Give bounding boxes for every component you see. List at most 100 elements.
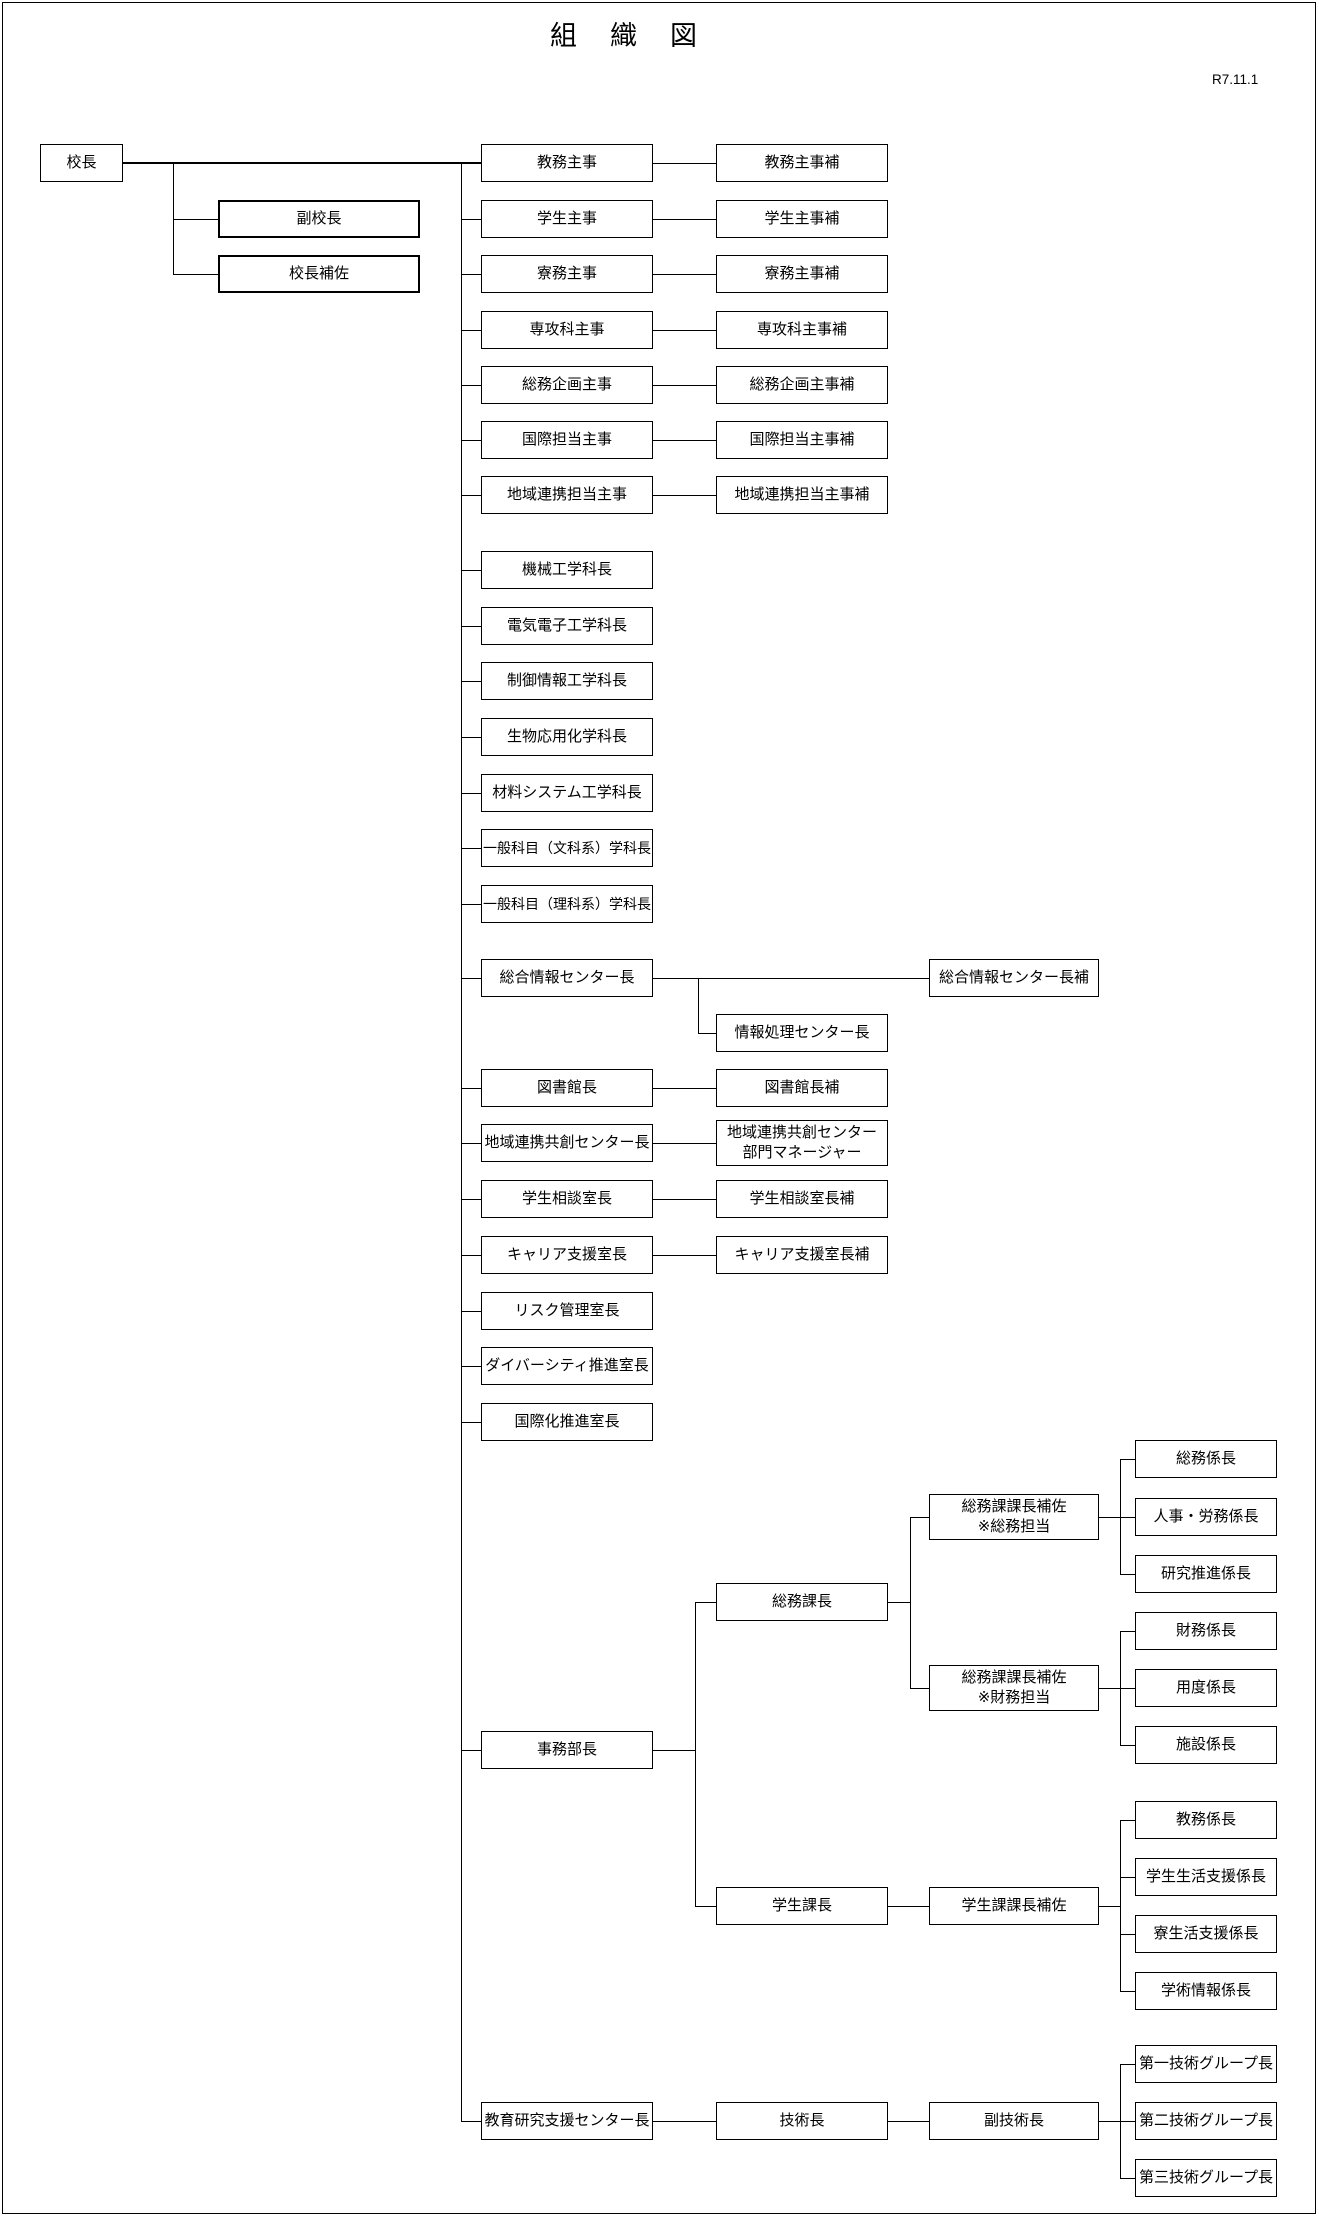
org-box-label: 国際化推進室長 [514, 1412, 620, 1430]
connector-line [1120, 1517, 1135, 1518]
org-box-toshokan-cho-ho: 図書館長補 [716, 1069, 888, 1107]
org-box-career-shien-shitsucho: キャリア支援室長 [481, 1236, 653, 1274]
org-box-gijutsucho: 技術長 [716, 2102, 888, 2140]
org-box-label: 制御情報工学科長 [506, 671, 627, 689]
connector-line [653, 219, 716, 220]
org-box-label: 総合情報センター長補 [938, 968, 1089, 986]
org-box-career-shien-shitsucho-ho: キャリア支援室長補 [716, 1236, 888, 1274]
org-box-label: 国際担当主事補 [749, 430, 855, 448]
connector-line [461, 848, 481, 849]
org-box-label: キャリア支援室長補 [734, 1245, 870, 1263]
connector-line [888, 1602, 910, 1603]
org-box-denki-gakkacho: 電気電子工学科長 [481, 607, 653, 645]
org-box-sogo-joho-center-cho-ho: 総合情報センター長補 [929, 959, 1099, 997]
connector-line [461, 1750, 481, 1751]
org-box-kyomu-shuji: 教務主事 [481, 144, 653, 182]
connector-line [1120, 1459, 1135, 1460]
org-box-label: 学生主事 [536, 209, 597, 227]
org-box-label: 教育研究支援センター長 [484, 2111, 650, 2129]
connector-line [888, 2121, 929, 2122]
org-box-chiiki-renkei-tanto-shuji-ho: 地域連携担当主事補 [716, 476, 888, 514]
org-box-gakusei-shuji: 学生主事 [481, 200, 653, 238]
connector-line [653, 1199, 716, 1200]
org-box-somu-kacho-hosa-somu: 総務課課長補佐 ※総務担当 [929, 1494, 1099, 1540]
org-box-sogo-joho-center-cho: 総合情報センター長 [481, 959, 653, 997]
org-box-gakusei-sodan-shitsucho-ho: 学生相談室長補 [716, 1180, 888, 1218]
org-box-kyomu-shuji-ho: 教務主事補 [716, 144, 888, 182]
org-box-ryomu-shuji: 寮務主事 [481, 255, 653, 293]
connector-line [653, 2121, 716, 2122]
org-box-label: 寮生活支援係長 [1153, 1924, 1259, 1942]
connector-line [461, 626, 481, 627]
connector-line [173, 163, 174, 274]
connector-line [1120, 2064, 1135, 2065]
org-box-label: 教務主事 [536, 153, 597, 171]
org-box-kyomu-kakaricho: 教務係長 [1135, 1801, 1277, 1839]
connector-line [653, 978, 929, 979]
org-box-chiiki-kyoso-bumon-manager: 地域連携共創センター部門マネージャー [716, 1120, 888, 1166]
org-box-label: 校長補佐 [288, 264, 349, 282]
connector-line [461, 385, 481, 386]
org-box-zaimu-kakaricho: 財務係長 [1135, 1612, 1277, 1650]
org-box-gakusei-shuji-ho: 学生主事補 [716, 200, 888, 238]
org-box-ryomu-shuji-ho: 寮務主事補 [716, 255, 888, 293]
org-box-label-line2: 部門マネージャー [742, 1144, 862, 1161]
connector-line [1099, 1688, 1120, 1689]
org-box-kokusaika-suishin-shitsucho: 国際化推進室長 [481, 1403, 653, 1441]
org-box-gakusei-seikatsu-shien-kakaricho: 学生生活支援係長 [1135, 1858, 1277, 1896]
connector-line [1120, 1820, 1121, 1991]
org-box-label: 第三技術グループ長 [1138, 2168, 1274, 2186]
connector-line [1120, 1934, 1135, 1935]
connector-line [1120, 1459, 1121, 1574]
connector-line [461, 904, 481, 905]
connector-line [653, 1750, 695, 1751]
org-box-label: 総務課長 [771, 1592, 832, 1610]
org-box-label: 生物応用化学科長 [506, 727, 627, 745]
org-box-ippan-rika-gakkacho: 一般科目（理科系）学科長 [481, 885, 653, 923]
org-box-label: 総務企画主事補 [749, 375, 855, 393]
connector-line [1120, 1688, 1135, 1689]
org-box-label: 学生生活支援係長 [1145, 1867, 1266, 1885]
connector-line [653, 1143, 716, 1144]
org-box-label: 一般科目（理科系）学科長 [483, 895, 651, 912]
connector-line [461, 2121, 481, 2122]
connector-line [695, 1906, 716, 1907]
connector-line [123, 162, 481, 164]
org-box-somu-kacho-hosa-zaimu: 総務課課長補佐※財務担当 [929, 1665, 1099, 1711]
connector-line [1120, 1745, 1135, 1746]
org-box-label: 図書館長 [536, 1078, 597, 1096]
org-box-label: 一般科目（文科系）学科長 [483, 839, 651, 856]
org-box-somu-kakaricho: 総務係長 [1135, 1440, 1277, 1478]
org-box-label: 施設係長 [1175, 1735, 1236, 1753]
org-box-fuku-gijutsucho: 副技術長 [929, 2102, 1099, 2140]
connector-line [1099, 1517, 1120, 1518]
connector-line [461, 495, 481, 496]
org-box-label: 総務企画主事 [521, 375, 612, 393]
org-box-jimu-bucho: 事務部長 [481, 1731, 653, 1769]
org-box-risk-kanri-shitsucho: リスク管理室長 [481, 1292, 653, 1330]
org-box-label: 学生相談室長 [521, 1189, 612, 1207]
org-box-fuku-kocho: 副校長 [218, 200, 420, 238]
org-box-kocho-hosa: 校長補佐 [218, 255, 420, 293]
org-box-somu-kacho: 総務課長 [716, 1583, 888, 1621]
org-box-label: 専攻科主事 [529, 320, 605, 338]
org-box-somu-kikaku-shuji: 総務企画主事 [481, 366, 653, 404]
connector-line [461, 681, 481, 682]
org-box-label-line2: ※総務担当 [977, 1518, 1051, 1535]
connector-line [461, 793, 481, 794]
connector-line [461, 1255, 481, 1256]
org-box-diversity-suishin-shitsucho: ダイバーシティ推進室長 [481, 1347, 653, 1385]
org-box-kikai-gakkacho: 機械工学科長 [481, 551, 653, 589]
org-box-seigyo-gakkacho: 制御情報工学科長 [481, 662, 653, 700]
org-box-label: 総務課課長補佐 [961, 1497, 1067, 1515]
org-box-kokusai-tanto-shuji-ho: 国際担当主事補 [716, 421, 888, 459]
connector-line [1120, 1991, 1135, 1992]
org-box-label: 材料システム工学科長 [492, 783, 642, 801]
org-box-label: 財務係長 [1175, 1621, 1236, 1639]
org-box-label: 用度係長 [1175, 1678, 1236, 1696]
connector-line [698, 1033, 716, 1034]
org-box-gakujutsu-joho-kakaricho: 学術情報係長 [1135, 1972, 1277, 2010]
revision-date: R7.11.1 [1212, 72, 1259, 87]
connector-line [173, 219, 218, 220]
